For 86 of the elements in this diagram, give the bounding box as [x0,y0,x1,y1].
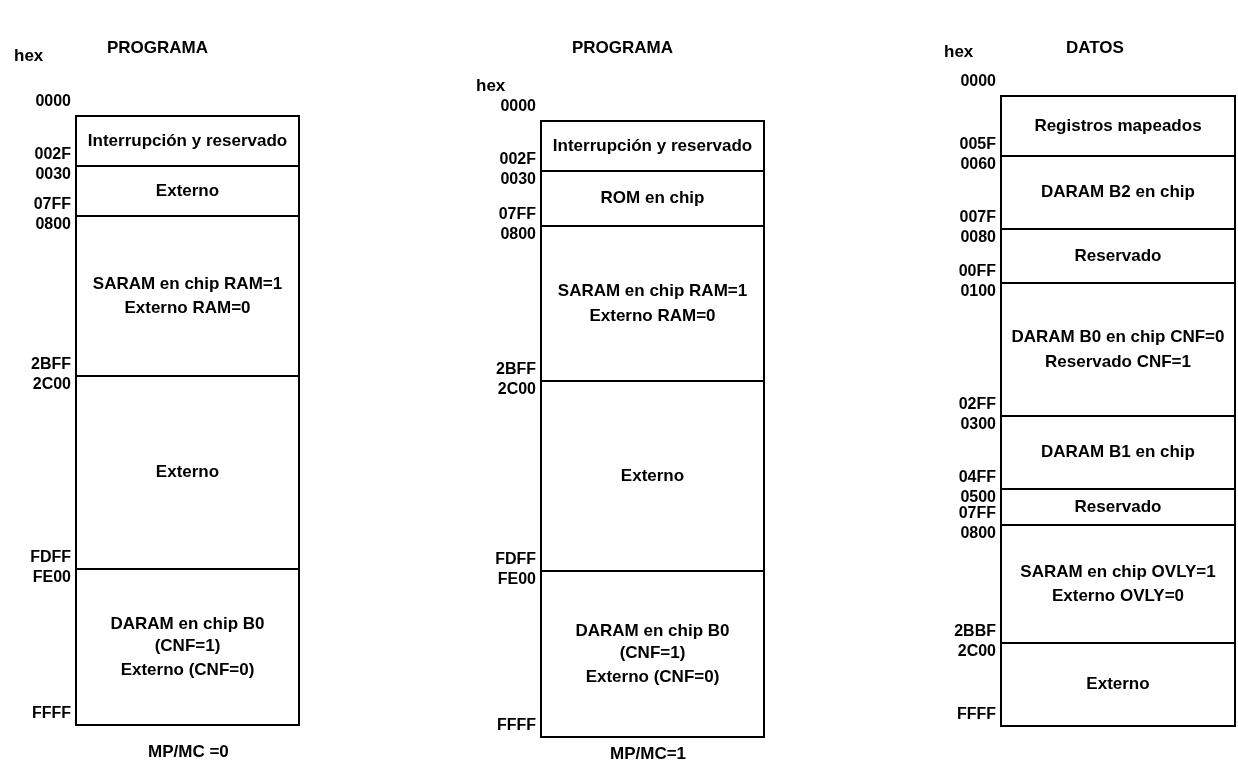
segment-label: Registros mapeados [1034,114,1202,137]
column-heading: DATOS [1066,38,1124,58]
segment-label: Reservado CNF=1 [1045,350,1191,373]
memory-segment [540,120,765,172]
hex-address: 07FF [497,206,536,222]
column-heading: PROGRAMA [107,38,209,58]
memory-segment [1000,415,1236,490]
hex-address: 0030 [34,166,71,182]
segment-label: Interrupción y reservado [552,134,753,157]
memory-segment [75,165,300,217]
hex-address: 0080 [959,229,996,245]
memory-segment [1000,95,1236,157]
segment-label: Externo OVLY=0 [1051,585,1185,607]
segment-label: DARAM B1 en chip [1041,441,1195,464]
memory-segment [1000,642,1236,727]
hex-address: 0000 [499,98,536,114]
memory-segment [540,170,765,227]
hex-address: FE00 [496,571,536,587]
segment-label: SARAM en chip RAM=1 [92,272,283,295]
hex-address: 0060 [959,156,996,172]
hex-address: 04FF [957,469,996,485]
hex-address: FFFF [955,706,996,722]
hex-address: 0500 [959,489,996,505]
segment-label: Interrupción y reservado [87,129,288,152]
hex-address: 007F [958,209,996,225]
hex-address: 0030 [499,171,536,187]
memory-segment [540,570,765,738]
hex-address: 0100 [959,283,996,299]
hex-address: 2C00 [31,376,71,392]
segment-label: DARAM en chip B0 (CNF=1) [574,619,731,664]
segment-label: Externo (CNF=0) [120,659,255,682]
hex-address: FDFF [494,551,536,567]
memory-segment [540,225,765,382]
hex-heading: hex [476,76,506,96]
hex-address: FE00 [31,569,71,585]
memory-segment [1000,228,1236,284]
segment-label: Externo (CNF=0) [585,666,720,689]
hex-address: FFFF [495,717,536,733]
hex-address: 002F [498,151,536,167]
segment-label: ROM en chip [600,187,705,210]
mode-label: MP/MC=1 [610,744,687,764]
segment-label: Externo [620,464,685,487]
hex-address: 0000 [959,73,996,89]
segment-label: Externo [1086,673,1150,696]
hex-heading: hex [944,42,974,62]
mode-label: MP/MC =0 [148,742,229,762]
hex-address: 002F [33,146,71,162]
hex-address: 07FF [32,196,71,212]
segment-label: Reservado [1074,495,1162,518]
hex-address: 0800 [499,226,536,242]
memory-segment [540,380,765,572]
hex-address: 0300 [959,416,996,432]
hex-address: 02FF [957,396,996,412]
hex-address: 0800 [34,216,71,232]
hex-heading: hex [14,46,44,66]
segment-label: DARAM B2 en chip [1041,181,1195,204]
segment-label: Externo RAM=0 [589,304,716,327]
hex-address: 2BBF [953,623,996,639]
memory-segment [75,115,300,167]
hex-address: 0000 [34,93,71,109]
column-heading: PROGRAMA [572,38,674,58]
hex-address: 2BFF [495,361,536,377]
hex-address: 005F [958,136,996,152]
segment-label: DARAM B0 en chip CNF=0 [1011,326,1225,349]
memory-segment [75,215,300,377]
segment-label: Externo [155,179,220,202]
segment-label: Reservado [1074,244,1162,267]
hex-address: 2C00 [496,381,536,397]
hex-address: 2C00 [956,643,996,659]
memory-segment [1000,282,1236,417]
memory-segment [1000,155,1236,230]
memory-segment [75,375,300,570]
segment-label: SARAM en chip OVLY=1 [1020,560,1216,583]
segment-label: Externo RAM=0 [124,297,251,319]
hex-address: 2BFF [30,356,71,372]
hex-address: FFFF [30,705,71,721]
memory-segment [1000,524,1236,644]
segment-label: Externo [155,461,220,484]
hex-address: 07FF [957,505,996,521]
hex-address: 0800 [959,525,996,541]
memory-segment [75,568,300,726]
hex-address: FDFF [29,549,71,565]
hex-address: 00FF [957,263,996,279]
segment-label: SARAM en chip RAM=1 [557,280,748,303]
segment-label: DARAM en chip B0 (CNF=1) [109,612,266,657]
memory-segment [1000,488,1236,526]
